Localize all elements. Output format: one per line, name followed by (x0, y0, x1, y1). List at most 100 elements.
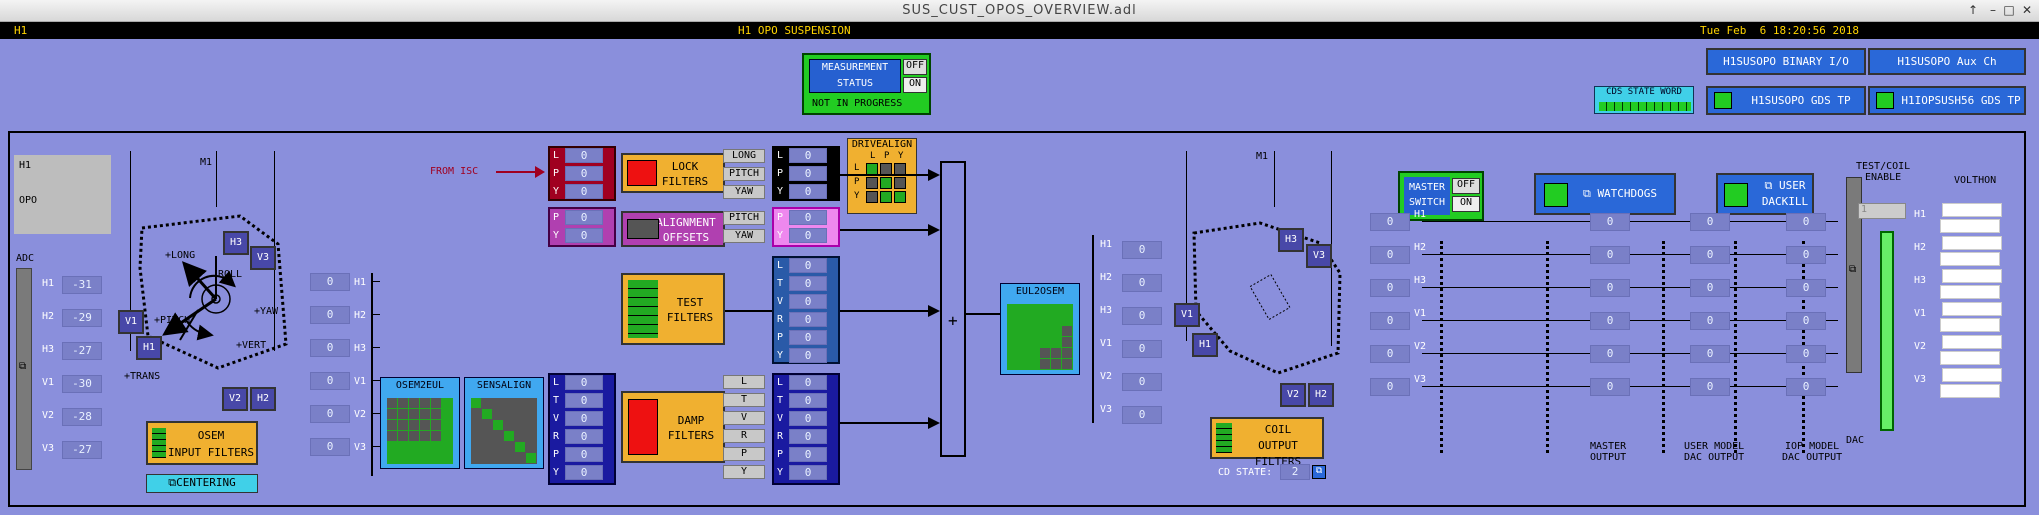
lock-in-value: 0 (565, 148, 603, 163)
coil-h3-button[interactable]: H3 (1278, 228, 1304, 252)
osem2eul-matrix[interactable]: OSEM2EUL (380, 377, 460, 469)
damp-out-row-label: P (777, 449, 784, 460)
damp-gain-button[interactable]: P (723, 447, 765, 461)
cd-state-link-icon[interactable]: ⧉ (1312, 465, 1326, 479)
osem-v3-button[interactable]: V3 (250, 246, 276, 270)
test-out-row-label: T (777, 278, 784, 289)
matrix-cell (482, 431, 492, 441)
user-dackill-button[interactable]: ⧉ USER DACKILL (1716, 173, 1814, 215)
matrix-cell (409, 420, 419, 430)
lock-gain-button[interactable]: YAW (723, 185, 765, 199)
damp-out-value: 0 (789, 375, 827, 390)
coil-h1-button[interactable]: H1 (1192, 333, 1218, 357)
gds-tp-label: H1SUSOPO GDS TP (1751, 94, 1851, 107)
lock-gain-button[interactable]: LONG (723, 149, 765, 163)
dac-bar[interactable]: ⧉ (1846, 177, 1862, 373)
osem-h3-button[interactable]: H3 (223, 231, 249, 255)
binary-io-button[interactable]: H1SUSOPO BINARY I/O (1706, 48, 1866, 75)
osem-h1-button[interactable]: H1 (136, 336, 162, 360)
osem-h2-button[interactable]: H2 (250, 387, 276, 411)
coil-h2-button[interactable]: H2 (1308, 383, 1334, 407)
adc-bar[interactable]: ⧉ (16, 268, 32, 470)
matrix-cell (493, 409, 503, 419)
matrix-cell (515, 409, 525, 419)
osem-in-label: H3 (354, 343, 367, 354)
sensalign-matrix[interactable]: SENSALIGN (464, 377, 544, 469)
matrix-cell (431, 398, 441, 408)
osem-input-filters-button[interactable]: OSEM INPUT FILTERS (146, 421, 258, 465)
damp-gain-button[interactable]: L (723, 375, 765, 389)
align-gain-button[interactable]: PITCH (723, 211, 765, 225)
matrix-cell (504, 431, 514, 441)
master-off-button[interactable]: OFF (1452, 178, 1480, 194)
cd-state-label: CD STATE: (1218, 467, 1273, 478)
lock-in-row-label: Y (553, 186, 560, 197)
centering-button[interactable]: ⧉CENTERING (146, 474, 258, 493)
osem-v2-button[interactable]: V2 (222, 387, 248, 411)
matrix-cell (387, 453, 397, 463)
volthon-indicator (1942, 269, 2002, 283)
lock-filters-button[interactable]: LOCK FILTERS (621, 153, 725, 193)
damp-arrow-icon (928, 417, 940, 429)
maximize-icon[interactable]: □ (2003, 3, 2015, 17)
lock-gain-button[interactable]: PITCH (723, 167, 765, 181)
aux-channels-button[interactable]: H1SUSOPO Aux Ch (1868, 48, 2026, 75)
adc-link-icon: ⧉ (19, 361, 27, 372)
vert-label: +VERT (236, 340, 267, 351)
test-filters-button[interactable]: TEST FILTERS (621, 273, 725, 345)
matrix-cell (1029, 337, 1039, 347)
measurement-status-panel: MEASUREMENT STATUS OFF ON NOT IN PROGRES… (802, 53, 931, 115)
master-on-button[interactable]: ON (1452, 196, 1480, 212)
wd-dotted-1 (1546, 241, 1549, 453)
damp-gain-button[interactable]: T (723, 393, 765, 407)
matrix-cell (526, 409, 536, 419)
matrix-cell (482, 442, 492, 452)
minimize-icon[interactable]: – (1990, 3, 1996, 17)
coil-pre-value: 0 (1370, 246, 1410, 264)
alignment-offsets-button[interactable]: ALIGNMENT OFFSETS (621, 211, 725, 247)
damp-gain-button[interactable]: Y (723, 465, 765, 479)
matrix-cell (1040, 315, 1050, 325)
dk-dotted-1 (1734, 241, 1737, 453)
adc-row-label: V3 (42, 443, 55, 454)
damp-filters-button[interactable]: DAMP FILTERS (621, 391, 725, 463)
sensalign-label: SENSALIGN (476, 380, 532, 391)
measurement-on-button[interactable]: ON (903, 77, 927, 93)
gds-tp-button[interactable]: H1SUSOPO GDS TP (1706, 86, 1866, 115)
matrix-cell (1062, 315, 1072, 325)
isc-arrow-line (496, 171, 538, 173)
damp-gain-button[interactable]: R (723, 429, 765, 443)
damp-in-row-label: Y (553, 467, 560, 478)
lock-filter-indicator (627, 160, 657, 186)
coil-row-label: H2 (1414, 242, 1427, 253)
osem-in-tick (372, 413, 380, 414)
adc-row-label: H1 (42, 278, 55, 289)
watchdogs-button[interactable]: ⧉ WATCHDOGS (1534, 173, 1676, 215)
dackill-label1: USER (1778, 179, 1806, 192)
coil-v1-button[interactable]: V1 (1174, 303, 1200, 327)
damp-in-value: 0 (565, 447, 603, 462)
from-isc-label: FROM ISC (430, 166, 479, 177)
testcoil-enable-input[interactable]: 1 (1858, 203, 1906, 219)
close-icon[interactable]: ✕ (2021, 3, 2033, 17)
damp-gain-button[interactable]: V (723, 411, 765, 425)
matrix-cell (431, 442, 441, 452)
lock-to-sum-line (840, 174, 935, 176)
window-up-icon[interactable]: ↑ (1967, 3, 1979, 17)
long-label: +LONG (165, 250, 196, 261)
coil-v2-button[interactable]: V2 (1280, 383, 1306, 407)
measurement-off-button[interactable]: OFF (903, 59, 927, 75)
test-out-row-label: L (777, 260, 784, 271)
coil-output-filters-button[interactable]: COIL OUTPUT FILTERS (1210, 417, 1324, 468)
osem-v1-button[interactable]: V1 (118, 310, 144, 334)
eul2osem-matrix[interactable]: EUL2OSEM (1000, 283, 1080, 375)
coil-filter-stack-icon (1216, 423, 1232, 453)
matrix-cell (420, 431, 430, 441)
coil-v3-button[interactable]: V3 (1306, 244, 1332, 268)
optic-diagram (138, 214, 288, 370)
dackill-label2: DACKILL (1761, 195, 1809, 208)
align-gain-button[interactable]: YAW (723, 229, 765, 243)
iop-gds-tp-button[interactable]: H1IOPSUSH56 GDS TP (1868, 86, 2026, 115)
matrix-cell (409, 442, 419, 452)
